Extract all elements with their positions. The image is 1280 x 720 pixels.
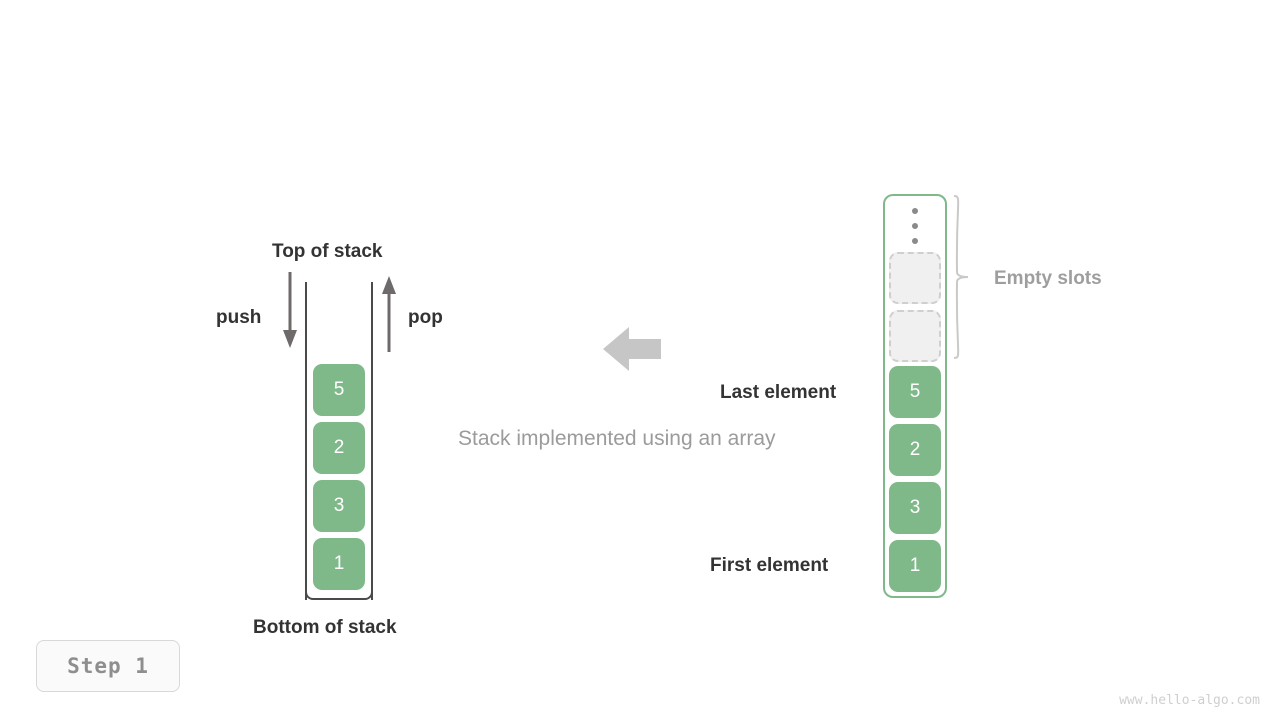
pop-arrow-icon bbox=[382, 276, 396, 352]
stack-wall-right bbox=[371, 282, 373, 600]
watermark: www.hello-algo.com bbox=[1119, 693, 1260, 708]
first-element-label: First element bbox=[710, 555, 829, 576]
empty-slots-brace bbox=[953, 195, 969, 359]
vertical-ellipsis-icon bbox=[911, 208, 919, 244]
diagram-caption: Stack implemented using an array bbox=[458, 427, 776, 450]
push-label: push bbox=[216, 307, 262, 328]
empty-slot[interactable] bbox=[889, 252, 941, 304]
push-arrow-icon bbox=[283, 272, 297, 348]
stack-wall-left bbox=[305, 282, 307, 600]
stack-container: 5 2 3 1 bbox=[305, 282, 373, 600]
stack-cell[interactable]: 3 bbox=[313, 480, 365, 532]
stack-cell[interactable]: 5 bbox=[313, 364, 365, 416]
top-of-stack-label: Top of stack bbox=[272, 241, 383, 262]
stack-floor bbox=[305, 564, 373, 600]
stack-cell[interactable]: 2 bbox=[313, 422, 365, 474]
pop-label: pop bbox=[408, 307, 443, 328]
stack-cell[interactable]: 1 bbox=[313, 538, 365, 590]
array-cell[interactable]: 5 bbox=[889, 366, 941, 418]
last-element-label: Last element bbox=[720, 382, 837, 403]
bottom-of-stack-label: Bottom of stack bbox=[253, 617, 397, 638]
arrow-left-icon bbox=[603, 327, 661, 371]
array-cell[interactable]: 3 bbox=[889, 482, 941, 534]
empty-slots-label: Empty slots bbox=[994, 268, 1102, 289]
array-container: 5 2 3 1 bbox=[883, 194, 947, 598]
step-badge: Step 1 bbox=[36, 640, 180, 692]
array-cell[interactable]: 1 bbox=[889, 540, 941, 592]
empty-slot[interactable] bbox=[889, 310, 941, 362]
array-cell[interactable]: 2 bbox=[889, 424, 941, 476]
